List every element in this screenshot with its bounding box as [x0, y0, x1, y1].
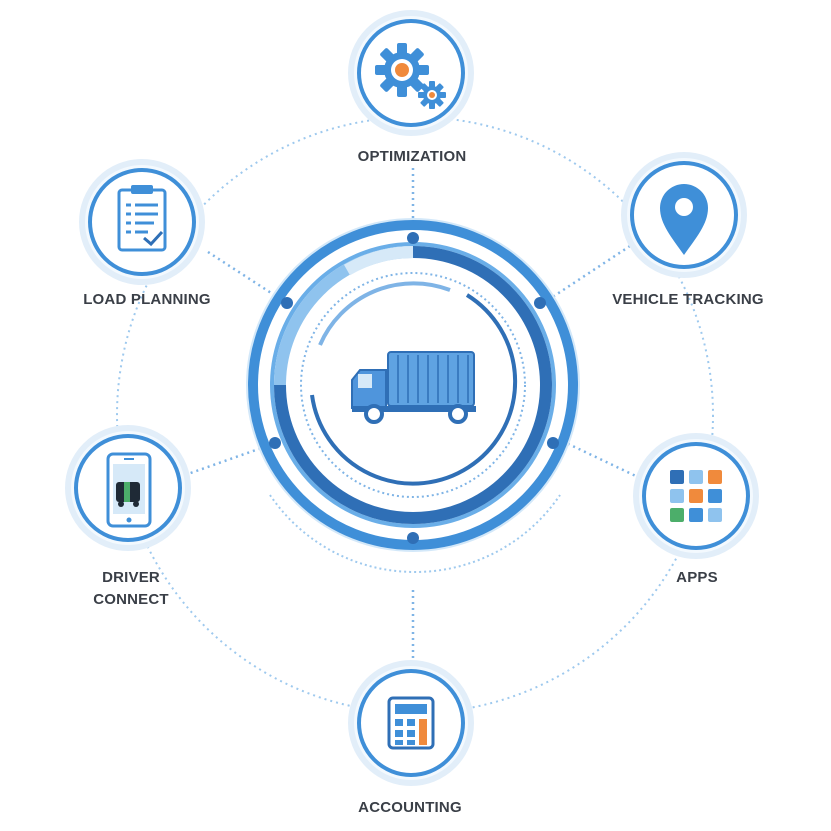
- smartphone-truck-icon: [106, 452, 152, 528]
- app-grid-icon: [670, 470, 722, 522]
- truck-icon: [351, 351, 476, 424]
- label-driver-connect-line1: DRIVER: [102, 569, 160, 586]
- label-accounting: ACCOUNTING: [358, 799, 462, 816]
- clipboard-icon: [117, 185, 167, 252]
- gears-icon: [375, 43, 446, 109]
- outer-dotted-ring: [116, 116, 714, 714]
- label-optimization: OPTIMIZATION: [357, 148, 467, 165]
- label-vehicle-tracking: VEHICLE TRACKING: [612, 291, 764, 308]
- label-load-planning: LOAD PLANNING: [83, 291, 211, 308]
- connectors: [184, 168, 641, 662]
- label-apps: APPS: [676, 569, 718, 586]
- calculator-icon: [387, 696, 435, 750]
- label-driver-connect-line2: CONNECT: [93, 591, 169, 608]
- map-pin-icon: [660, 184, 708, 255]
- node-circles: [65, 10, 759, 786]
